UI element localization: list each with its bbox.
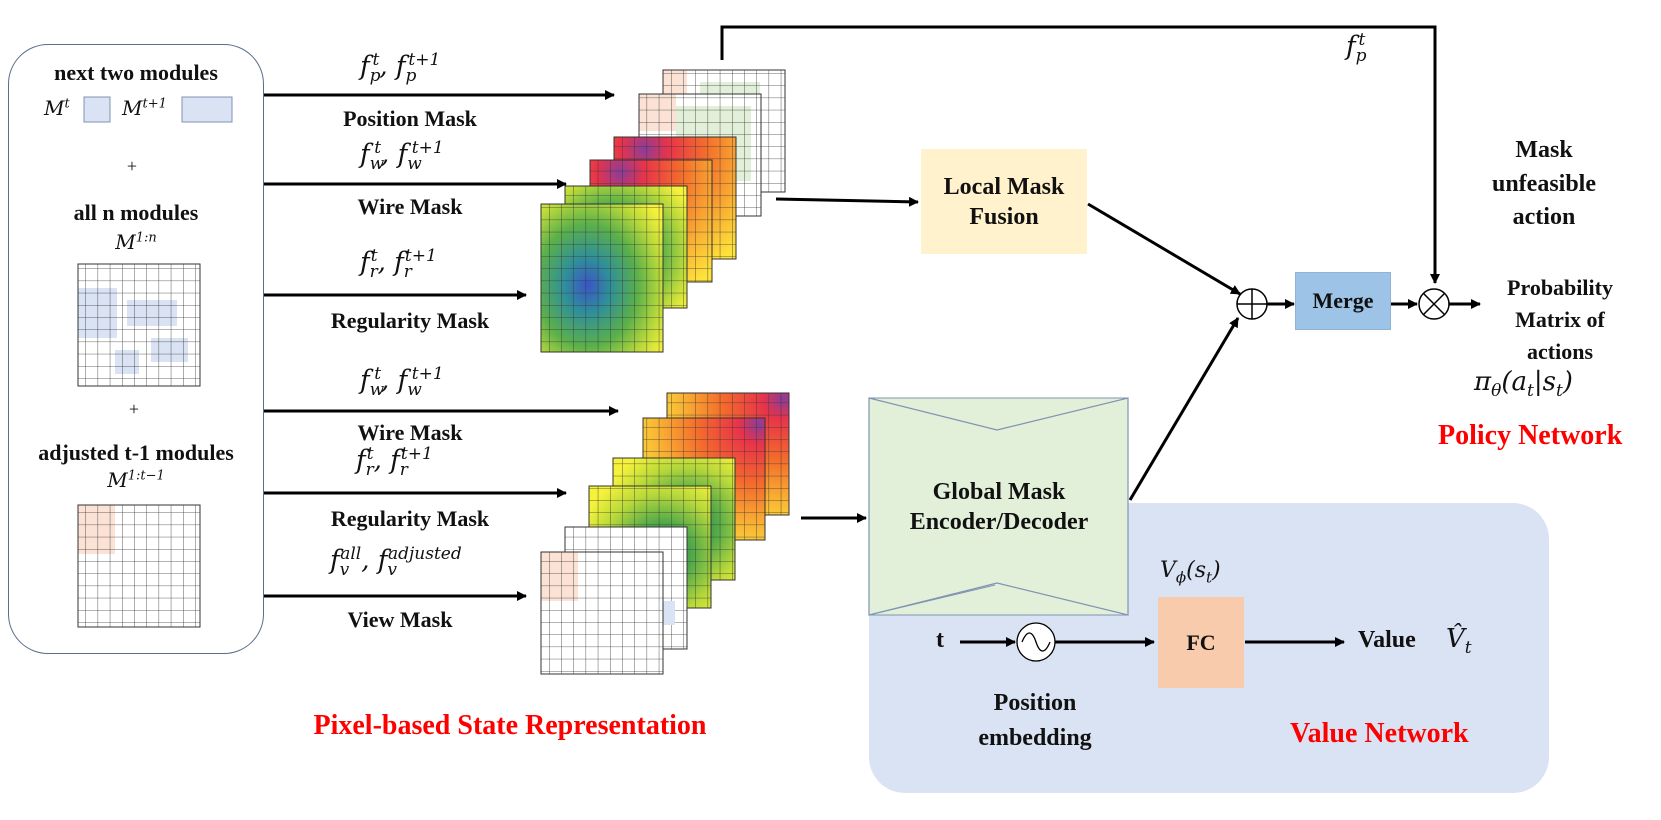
adjusted-modules-title: adjusted t-1 modules bbox=[38, 440, 234, 465]
wire-mask-label-bottom: Wire Mask bbox=[357, 420, 463, 445]
regularity-mask-label-bottom: Regularity Mask bbox=[330, 506, 490, 531]
plus-sign-2: + bbox=[128, 399, 140, 419]
m1n-sup: 1:n bbox=[135, 230, 157, 246]
regularity-mask-grid-front bbox=[540, 203, 664, 353]
wire-formula-top: fwt, fwt+1 bbox=[360, 138, 444, 174]
local-mask-fusion-block: Local Mask Fusion bbox=[921, 149, 1087, 254]
next-two-modules-title: next two modules bbox=[54, 60, 218, 85]
arrow-to-local-fusion bbox=[775, 196, 919, 207]
regularity-mask-label-top: Regularity Mask bbox=[330, 308, 490, 333]
fc-block: FC bbox=[1158, 597, 1244, 688]
position-embedding-icon bbox=[1016, 622, 1056, 662]
view-formula: fvall, fvadjusted bbox=[330, 544, 462, 580]
m1t1-base: M bbox=[107, 468, 128, 492]
pixel-state-title: Pixel-based State Representation bbox=[313, 710, 707, 741]
multiply-operator-icon bbox=[1418, 288, 1450, 320]
view-mask-label: View Mask bbox=[347, 607, 453, 632]
adjusted-modules-grid bbox=[77, 504, 201, 628]
mt1-base: M bbox=[122, 96, 143, 120]
all-modules-grid bbox=[77, 263, 201, 387]
value-output-label: Value bbox=[1358, 627, 1416, 653]
m1n-label: M1:n bbox=[10, 230, 262, 254]
m1t1-sup: 1:t−1 bbox=[127, 468, 165, 484]
m1t1-label: M1:t−1 bbox=[10, 468, 262, 492]
policy-network-title: Policy Network bbox=[1438, 420, 1623, 451]
mt1-label: Mt+1 bbox=[122, 96, 167, 120]
value-network-title: Value Network bbox=[1290, 718, 1469, 749]
v-phi-expression: Vϕ(st) bbox=[1160, 558, 1221, 587]
position-embedding-label: Position embedding bbox=[978, 690, 1092, 751]
t-input-label: t bbox=[936, 627, 944, 653]
mt-sup: t bbox=[64, 96, 70, 112]
wire-mask-label-top: Wire Mask bbox=[357, 194, 463, 219]
view-mask-grid-front bbox=[540, 551, 675, 675]
mt-label: Mt bbox=[44, 96, 70, 120]
arrow-global-to-sum bbox=[1128, 317, 1240, 501]
position-mask-label: Position Mask bbox=[343, 106, 477, 131]
regularity-formula-bottom: frt, frt+1 bbox=[356, 444, 433, 480]
m1n-base: M bbox=[115, 230, 136, 254]
probability-matrix-label: Probability Matrix of actions bbox=[1507, 275, 1613, 364]
v-hat-label: V̂t bbox=[1446, 624, 1472, 659]
pi-expression: πθ(at|st) bbox=[1474, 367, 1573, 402]
mt1-sup: t+1 bbox=[142, 96, 167, 112]
global-mask-label: Global Mask Encoder/Decoder bbox=[909, 479, 1089, 535]
module-mt1-rect bbox=[181, 96, 233, 123]
arrow-fusion-to-sum bbox=[1087, 202, 1241, 296]
regularity-formula-top: frt, frt+1 bbox=[360, 246, 437, 282]
global-mask-body bbox=[868, 397, 1129, 616]
fp-skip-label: fpt bbox=[1346, 30, 1367, 66]
all-n-modules-title: all n modules bbox=[73, 200, 199, 225]
arrow-fp-skip bbox=[720, 25, 1440, 284]
position-formula: fpt, fpt+1 bbox=[360, 50, 441, 86]
sum-operator-icon bbox=[1236, 288, 1268, 320]
mask-unfeasible-label: Mask unfeasible action bbox=[1491, 137, 1596, 231]
mt-base: M bbox=[44, 96, 65, 120]
merge-block: Merge bbox=[1295, 272, 1391, 330]
module-mt-square bbox=[83, 96, 111, 123]
plus-sign-1: + bbox=[126, 156, 138, 176]
wire-formula-bottom: fwt, fwt+1 bbox=[360, 364, 444, 400]
